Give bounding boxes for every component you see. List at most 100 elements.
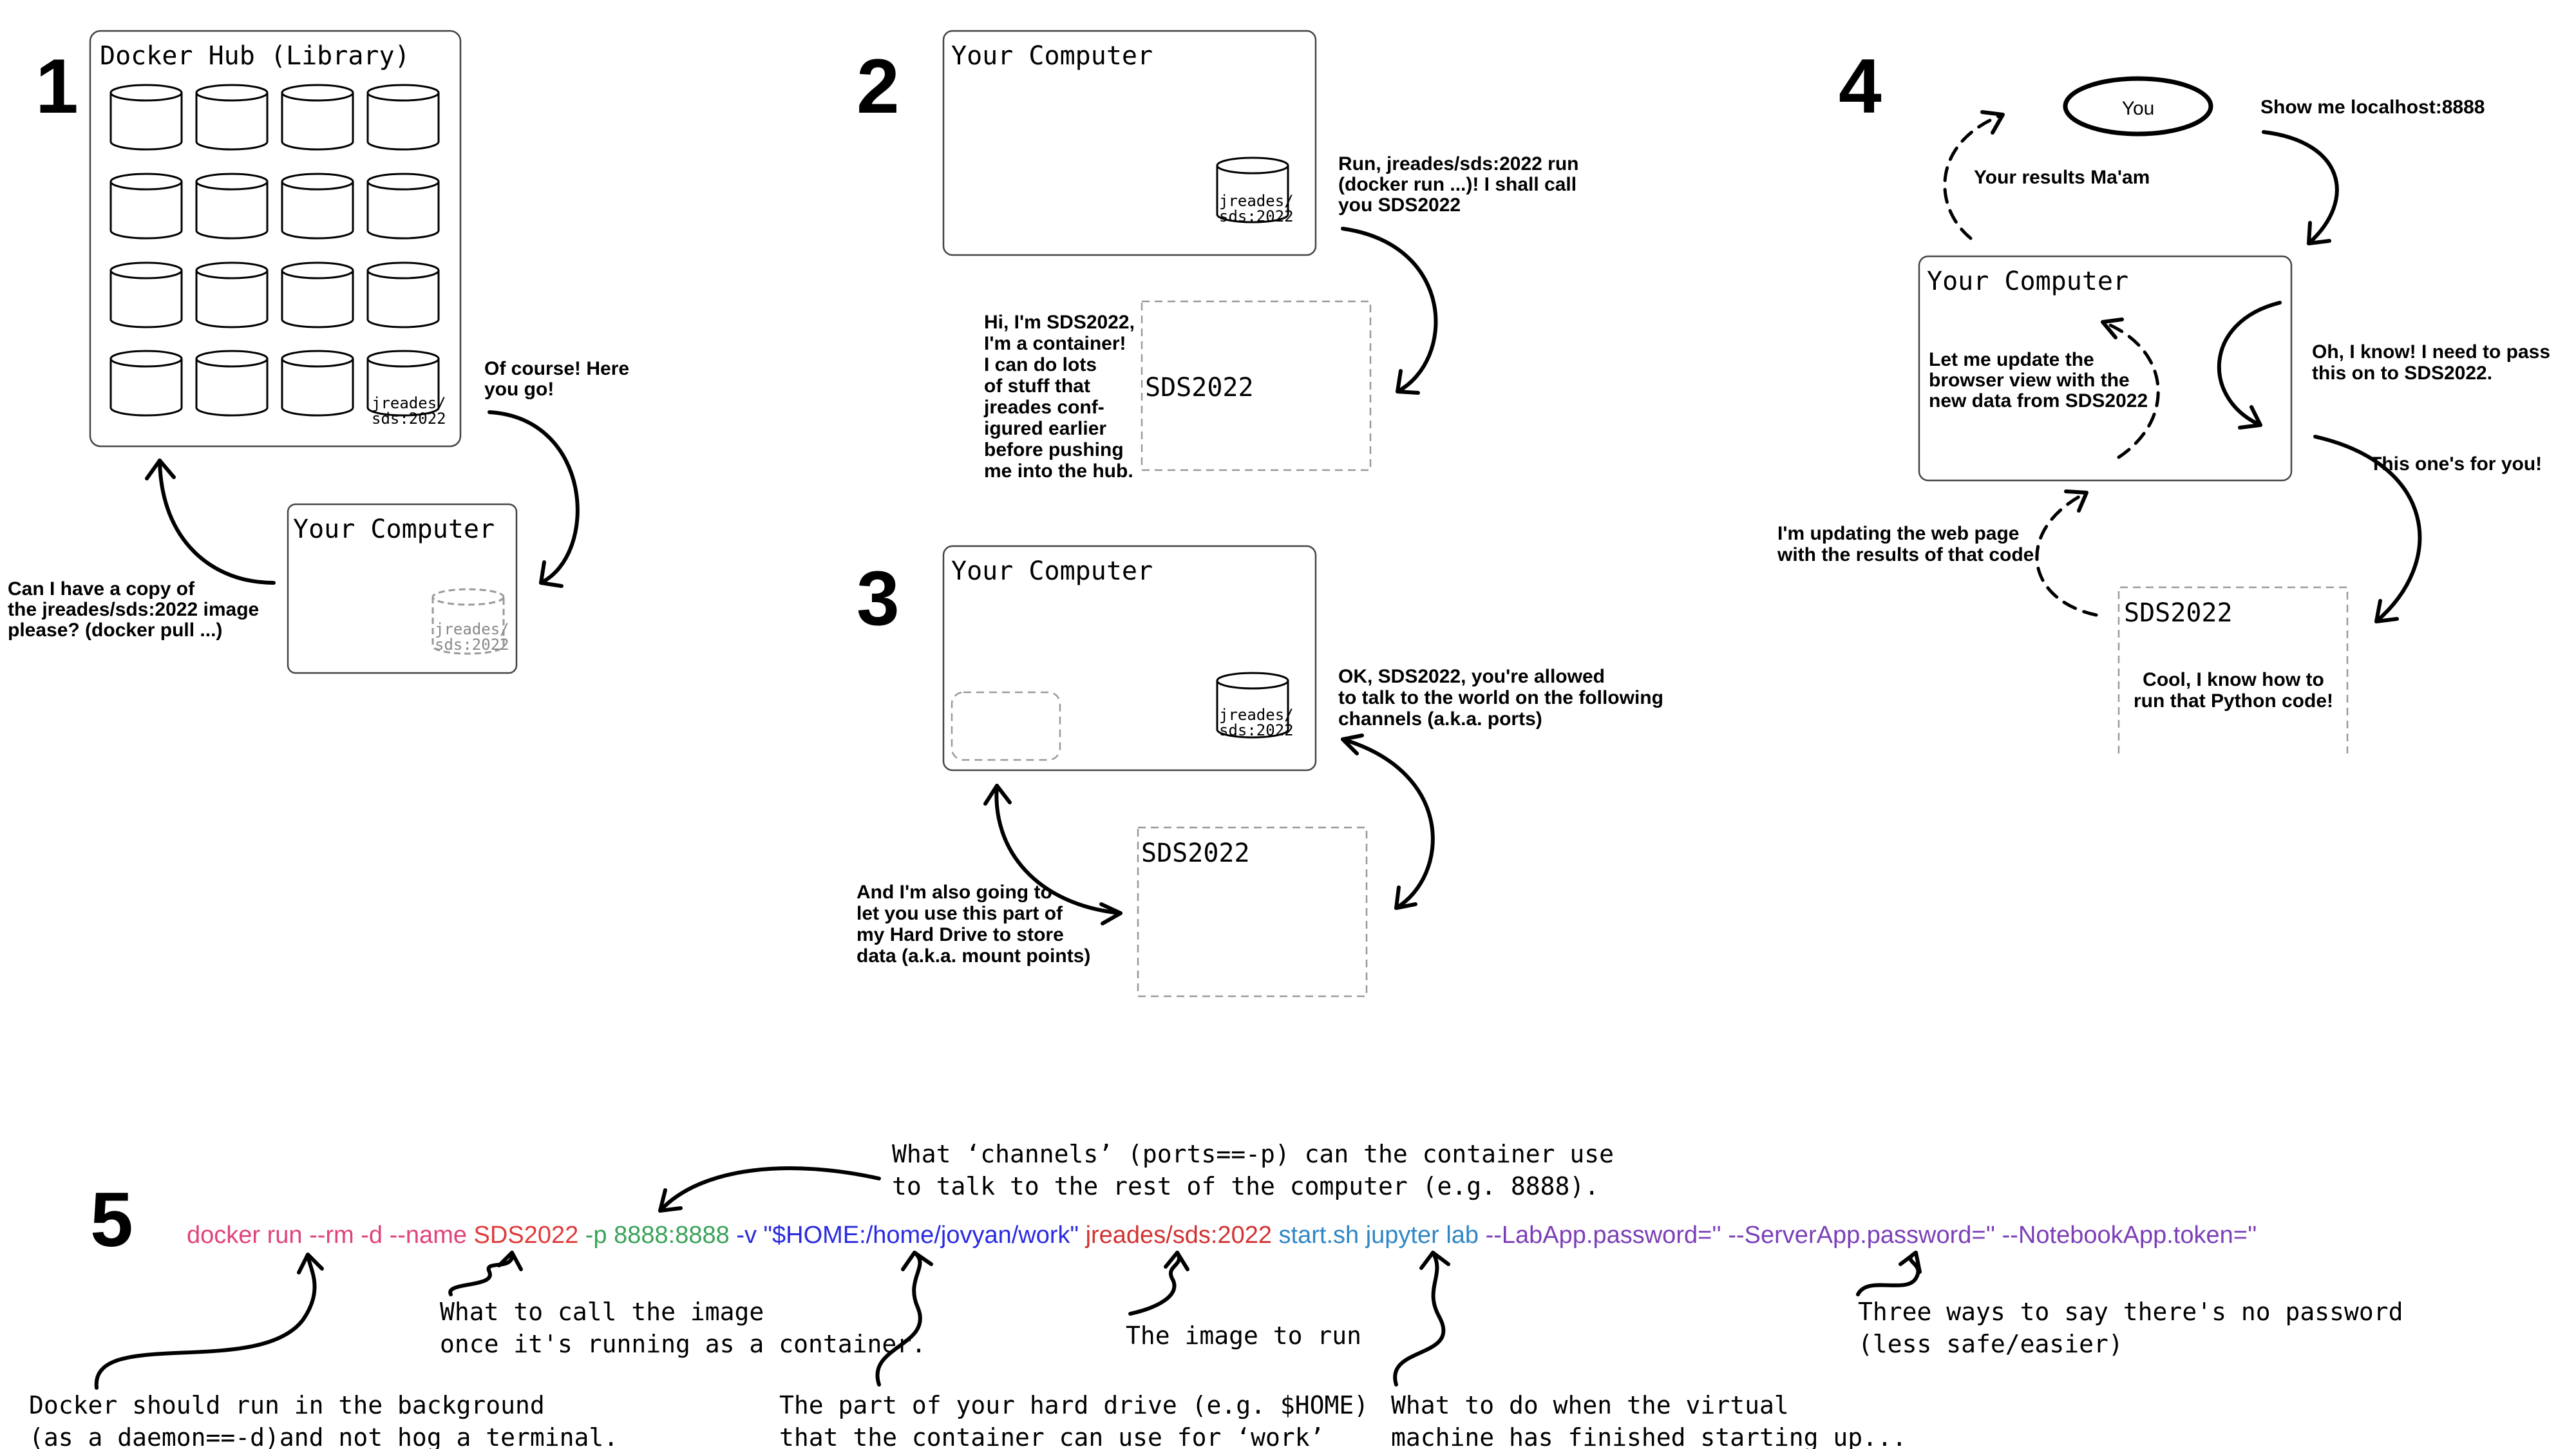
hub-image-cylinder	[195, 173, 269, 240]
image-arrow	[1128, 1251, 1181, 1316]
hub-reply-line2: you go!	[484, 379, 554, 400]
ports-arrow	[1341, 737, 1435, 910]
reply-arrow	[488, 410, 580, 585]
container-title-2: SDS2022	[1145, 373, 1254, 402]
ann-drive-line1: The part of your hard drive (e.g. $HOME)	[779, 1391, 1368, 1419]
hub-image-cylinder	[109, 84, 183, 151]
show-request-text: Show me localhost:8888	[2260, 97, 2485, 118]
ann-channels-line2: to talk to the rest of the computer (e.g…	[892, 1172, 1599, 1200]
step-number-1: 1	[35, 43, 79, 129]
run-text-line2: (docker run ...)! I shall call	[1338, 174, 1577, 195]
mount-arrow	[994, 784, 1122, 915]
docker-command: docker run --rm -d --name SDS2022 -p 888…	[187, 1222, 2257, 1249]
update-text-line2: browser view with the	[1929, 370, 2130, 391]
image-label-3-line2: sds:2022	[1219, 721, 1294, 739]
mount-text-line1: And I'm also going to	[857, 882, 1052, 903]
ports-text-line1: OK, SDS2022, you're allowed	[1338, 666, 1605, 687]
container-box-2	[1141, 300, 1372, 471]
local-image-cylinder	[431, 588, 505, 655]
python-text-line1: Cool, I know how to	[2143, 669, 2324, 690]
ann-channels-line1: What ‘channels’ (ports==-p) can the cont…	[892, 1140, 1614, 1168]
panel-2: 2 Your Computer jreades/ sds:2022 Run, j…	[857, 30, 1578, 482]
update-arrowhead	[2101, 317, 2124, 339]
for-you-text: This one's for you!	[2370, 453, 2542, 475]
ann-image: The image to run	[1126, 1321, 1361, 1350]
hub-image-label-line1: jreades/	[372, 394, 446, 412]
mount-arrowhead-top	[983, 784, 1012, 806]
updating-arrow	[2035, 491, 2098, 617]
update-text-line1: Let me update the	[1929, 349, 2094, 370]
hub-image-cylinder	[109, 350, 183, 417]
updating-text-line1: I'm updating the web page	[1777, 523, 2019, 544]
for-you-arrow	[2313, 435, 2422, 623]
daemon-arrowhead	[297, 1253, 324, 1274]
ports-text-line2: to talk to the world on the following	[1338, 687, 1663, 708]
update-text-line3: new data from SDS2022	[1929, 390, 2148, 412]
ann-daemon-line2: (as a daemon==-d)and not hog a terminal.	[29, 1423, 618, 1449]
panel-1: 1 Docker Hub (Library) jreades/ sds:2022…	[8, 30, 629, 674]
daemon-arrow	[94, 1253, 317, 1390]
channels-arrowhead	[658, 1188, 683, 1213]
startup-arrowhead	[1419, 1251, 1450, 1270]
name-arrow	[448, 1251, 515, 1296]
hub-image-cylinder	[281, 84, 354, 151]
container-intro-text: Hi, I'm SDS2022, I'm a container! I can …	[983, 312, 1135, 482]
mount-text-line3: my Hard Drive to store	[857, 924, 1064, 945]
panel-5: 5 docker run --rm -d --name SDS2022 -p 8…	[29, 1140, 2403, 1449]
passwords-arrowhead	[1899, 1251, 1922, 1274]
mount-arrowhead-right	[1099, 902, 1122, 925]
hub-image-cylinder	[109, 261, 183, 328]
name-arrowhead	[497, 1251, 523, 1271]
ports-arrowhead-top	[1341, 734, 1364, 755]
run-text-line3: you SDS2022	[1338, 194, 1461, 216]
hub-image-cylinder	[366, 173, 440, 240]
container-intro-line7: before pushing	[984, 439, 1124, 460]
drive-arrow	[875, 1251, 922, 1387]
hub-image-cylinder	[366, 84, 440, 151]
container-box-4	[2117, 586, 2349, 753]
step-number-5: 5	[90, 1177, 133, 1263]
mount-point-box	[951, 691, 1061, 761]
your-computer-title-1: Your Computer	[293, 515, 495, 544]
cmd-passwords: --LabApp.password='' --ServerApp.passwor…	[1486, 1222, 2257, 1249]
container-intro-line4: of stuff that	[984, 375, 1090, 397]
cmd-startup: start.sh jupyter lab	[1279, 1222, 1486, 1249]
ann-passwords-line2: (less safe/easier)	[1858, 1330, 2123, 1358]
container-intro-line5: jreades conf-	[983, 397, 1104, 418]
hub-image-cylinder	[109, 173, 183, 240]
startup-arrow	[1393, 1251, 1446, 1387]
image-arrowhead	[1164, 1251, 1189, 1271]
ann-daemon-line1: Docker should run in the background	[29, 1391, 545, 1419]
local-image-label-line2: sds:2022	[435, 636, 509, 654]
you-label: You	[2122, 98, 2155, 119]
container-title-3: SDS2022	[1141, 838, 1250, 868]
pull-request-line1: Can I have a copy of	[8, 578, 195, 600]
request-arrow	[158, 459, 276, 585]
ann-name-line1: What to call the image	[440, 1298, 764, 1326]
cmd-image: jreades/sds:2022	[1085, 1222, 1279, 1249]
cmd-ports: -p 8888:8888	[585, 1222, 737, 1249]
step-number-3: 3	[857, 555, 900, 641]
panel-4: 4 You Show me localhost:8888 Your result…	[1777, 43, 2550, 753]
hub-image-cylinder	[366, 261, 440, 328]
image-label-3-line1: jreades/	[1219, 706, 1294, 724]
request-arrowhead	[145, 459, 176, 480]
pass-arrow-inner	[2217, 301, 2282, 427]
hub-image-cylinder	[281, 350, 354, 417]
panel-3: 3 Your Computer jreades/ sds:2022 OK, SD…	[857, 545, 1663, 998]
docker-hub-title: Docker Hub (Library)	[100, 41, 410, 71]
container-intro-line8: me into the hub.	[984, 460, 1133, 482]
step-number-2: 2	[857, 43, 900, 129]
cmd-docker-run: docker run --rm -d --name	[187, 1222, 474, 1249]
show-arrow	[2262, 130, 2339, 245]
ann-drive-line2: that the container can use for ‘work’	[779, 1423, 1324, 1449]
hub-reply-line1: Of course! Here	[484, 358, 629, 379]
pass-text-line1: Oh, I know! I need to pass	[2312, 341, 2550, 363]
step-number-4: 4	[1839, 43, 1882, 129]
local-image-label-line1: jreades/	[435, 620, 509, 638]
hub-image-cylinder	[281, 261, 354, 328]
updating-arrowhead	[2064, 489, 2088, 513]
ann-passwords-line1: Three ways to say there's no password	[1858, 1298, 2403, 1326]
container-intro-line1: Hi, I'm SDS2022,	[984, 312, 1135, 333]
